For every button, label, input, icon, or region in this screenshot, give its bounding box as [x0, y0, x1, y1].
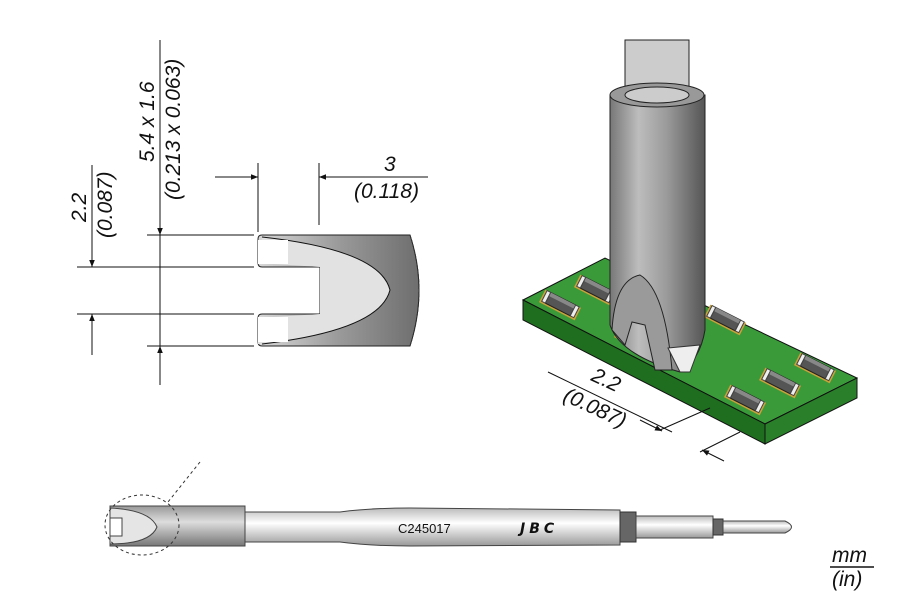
part-number-label: C245017	[398, 521, 451, 536]
pcb-board-side	[764, 377, 858, 445]
detail-callout-circle	[104, 494, 180, 556]
pcb-application-view: 2.2 (0.087)	[521, 39, 859, 462]
smd-chip	[724, 384, 766, 416]
slot-width-mm-label: 2.2	[68, 192, 91, 223]
slot-depth-mm-label: 3	[384, 153, 396, 176]
smd-chip	[704, 304, 746, 336]
smd-chip	[539, 289, 581, 321]
units-mm-label: mm	[832, 544, 867, 567]
pad-spacing-in-label: (0.087)	[560, 384, 630, 433]
tip-fork	[611, 274, 673, 371]
smd-chip	[759, 367, 801, 399]
smd-chip	[794, 352, 836, 384]
slot-depth-in-label: (0.118)	[354, 180, 419, 203]
slot-width-in-label: (0.087)	[94, 171, 117, 238]
brand-logo: JBC	[517, 521, 558, 537]
cartridge-ring	[619, 511, 637, 543]
tip-size-in-label: (0.213 x 0.063)	[162, 59, 185, 200]
cartridge-side-view: C245017 JBC	[104, 461, 792, 556]
tip-detail-view: 5.4 x 1.6 (0.213 x 0.063) 2.2 (0.087) 3 …	[68, 40, 428, 385]
units-legend: mm (in)	[830, 544, 874, 591]
units-in-label: (in)	[832, 568, 862, 591]
cartridge-shaft	[244, 507, 621, 547]
tip-size-mm-label: 5.4 x 1.6	[136, 81, 159, 162]
